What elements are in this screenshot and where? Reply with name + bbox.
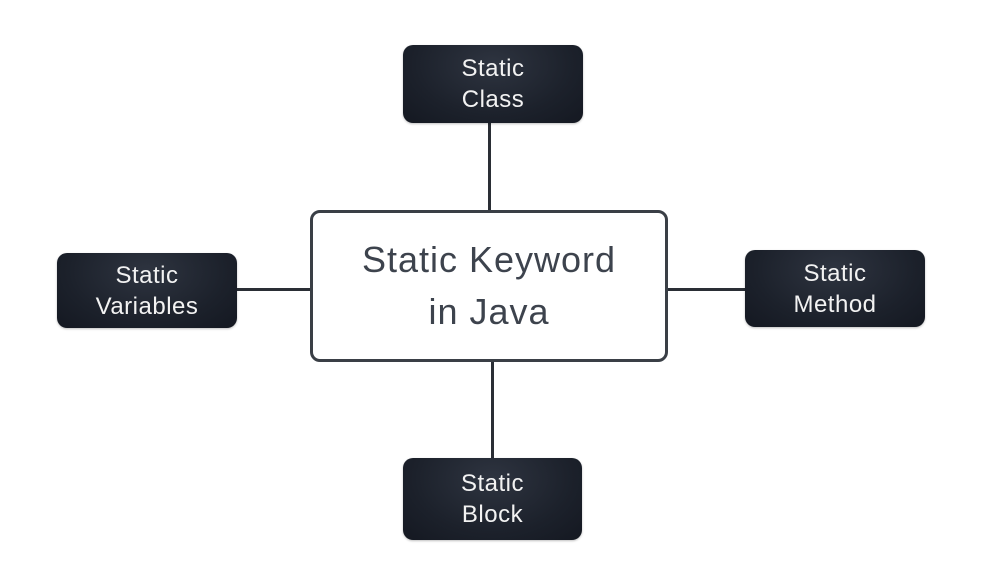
node-static-block: Static Block	[403, 458, 582, 540]
connector-left	[237, 288, 310, 291]
node-static-class: Static Class	[403, 45, 583, 123]
center-node-static-keyword-in-java: Static Keyword in Java	[310, 210, 668, 362]
connector-top	[488, 123, 491, 210]
node-static-variables: Static Variables	[57, 253, 237, 328]
connector-bottom	[491, 362, 494, 458]
node-static-method: Static Method	[745, 250, 925, 327]
connector-right	[668, 288, 745, 291]
